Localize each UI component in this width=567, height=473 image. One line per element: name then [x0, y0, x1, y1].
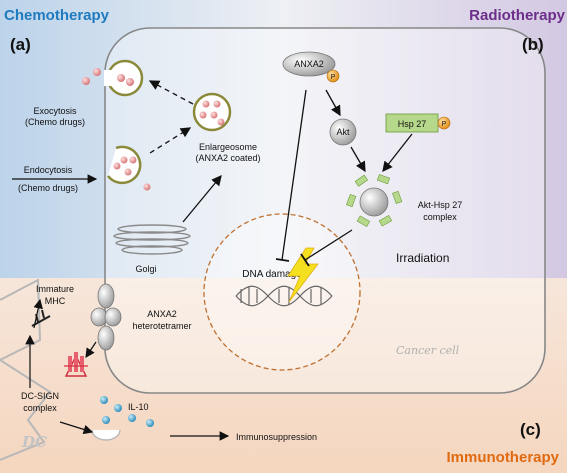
- label-immunosuppression: Immunosuppression: [236, 432, 317, 442]
- nucleus-dna-damage-zone: [203, 213, 361, 371]
- hsp27-node: Hsp 27 P: [385, 113, 451, 133]
- arrow-to-mhc: [33, 298, 43, 329]
- header-immunotherapy: Immunotherapy: [446, 449, 559, 466]
- phospho-icon: [326, 69, 340, 83]
- arrow-enlargeosome-to-exocytosis: [148, 80, 194, 105]
- label-anxa2: ANXA2: [294, 59, 324, 69]
- inhibition-bar-anxa2: [275, 258, 290, 262]
- akt-node: Akt: [329, 118, 357, 146]
- lightning-bolt-icon: [287, 247, 319, 303]
- panel-label-c: (c): [520, 420, 541, 439]
- label-endocytosis: Endocytosis: [24, 165, 73, 175]
- label-irradiation: Irradiation: [396, 251, 449, 265]
- label-akt: Akt: [336, 127, 350, 137]
- label-phospho-anxa2: P: [331, 74, 336, 81]
- dc-sign-complex-icon: [64, 352, 88, 377]
- panel-label-a: (a): [10, 35, 31, 54]
- label-immature: Immature: [36, 284, 74, 294]
- phospho-icon: [437, 116, 451, 130]
- arrow-golgi-to-enlargeosome: [182, 174, 222, 223]
- akt-hsp27-complex: [346, 174, 403, 228]
- arrow-hsp27-to-complex: [382, 133, 413, 173]
- arrow-anxa2-to-dcsign: [85, 341, 97, 358]
- inhibition-anxa2-to-dna: [281, 89, 307, 261]
- arrow-akt-to-complex: [350, 146, 366, 173]
- arrow-dc-to-il10: [59, 421, 94, 435]
- arrow-anxa2-to-akt: [325, 89, 341, 117]
- anxa2-node: ANXA2 P: [282, 51, 340, 83]
- header-chemotherapy: Chemotherapy: [4, 7, 110, 24]
- top-background: [0, 0, 567, 278]
- header-radiotherapy: Radiotherapy: [469, 7, 566, 24]
- inhibition-bar-complex: [300, 253, 310, 267]
- arrow-endocytosis-to-enlargeosome: [149, 127, 192, 154]
- label-dc: DC: [21, 433, 47, 451]
- label-dc-sign: DC-SIGN: [21, 391, 59, 401]
- enlargeosome: [192, 92, 232, 132]
- label-hsp27: Hsp 27: [398, 119, 427, 129]
- label-dna-damage: DNA damage: [242, 269, 302, 280]
- label-dc-sign-complex: complex: [23, 403, 57, 413]
- dna-helix: [235, 285, 333, 307]
- label-cancer-cell: Cancer cell: [396, 344, 460, 357]
- anxa2-heterotetramer: [90, 283, 122, 351]
- released-drug-dot: [93, 68, 101, 76]
- label-complex: complex: [423, 212, 457, 222]
- panel-label-b: (b): [522, 35, 544, 54]
- golgi-apparatus: [113, 224, 191, 255]
- label-enlargeosome-coated: (ANXA2 coated): [195, 153, 260, 163]
- label-akt-hsp27-complex: Akt-Hsp 27: [418, 200, 463, 210]
- label-golgi: Golgi: [135, 264, 156, 274]
- dendritic-cell-outline: [0, 278, 52, 461]
- inhibition-complex-to-dna: [304, 229, 353, 261]
- label-exocytosis-drugs: (Chemo drugs): [25, 117, 85, 127]
- released-drug-dot: [82, 77, 90, 85]
- label-mhc: MHC: [45, 296, 66, 306]
- exocytosis-vesicle: [82, 59, 144, 97]
- label-il10: IL-10: [128, 402, 149, 412]
- label-anxa2-heterotetramer: ANXA2: [147, 309, 177, 319]
- label-phospho-hsp27: P: [442, 121, 447, 128]
- label-endocytosis-drugs: (Chemo drugs): [18, 183, 78, 193]
- label-enlargeosome: Enlargeosome: [199, 142, 257, 152]
- label-exocytosis: Exocytosis: [33, 106, 77, 116]
- endocytosis-vesicle: [107, 145, 151, 191]
- label-heterotetramer: heterotetramer: [132, 321, 191, 331]
